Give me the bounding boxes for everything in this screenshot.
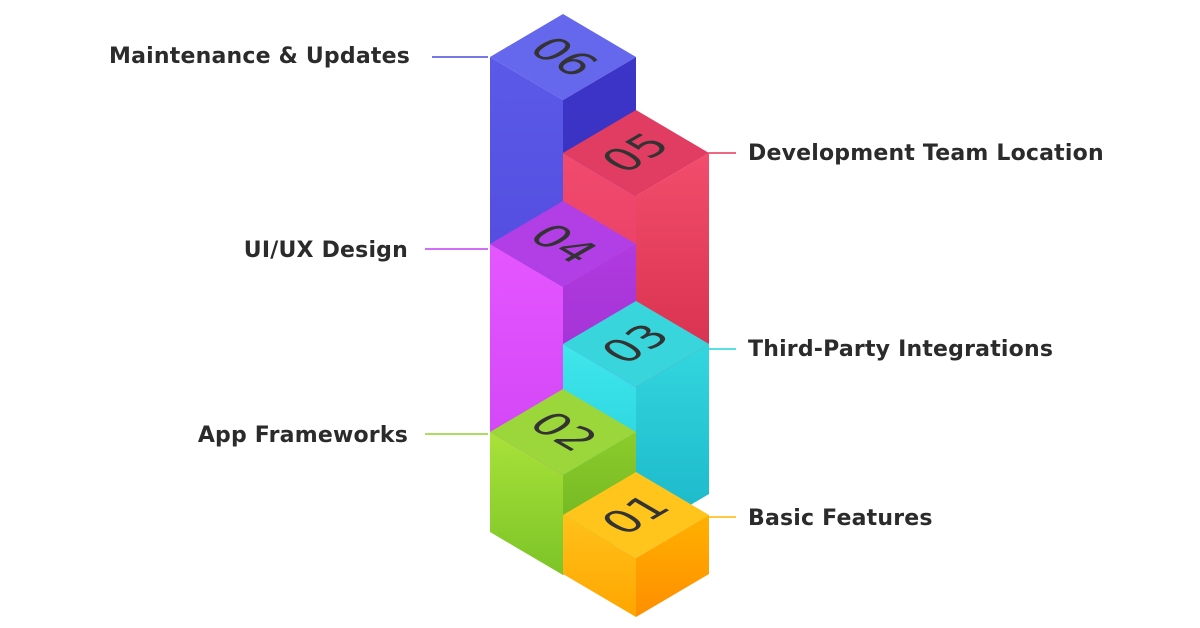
block-01 [563, 472, 709, 617]
label-01: Basic Features [748, 506, 933, 531]
step-labels: Maintenance & Updates Development Team L… [109, 44, 1104, 531]
label-06: Maintenance & Updates [109, 44, 410, 69]
label-04: UI/UX Design [244, 238, 408, 263]
connectors [425, 56, 736, 518]
label-03: Third-Party Integrations [748, 337, 1053, 362]
label-02: App Frameworks [198, 423, 408, 448]
label-05: Development Team Location [748, 141, 1104, 166]
